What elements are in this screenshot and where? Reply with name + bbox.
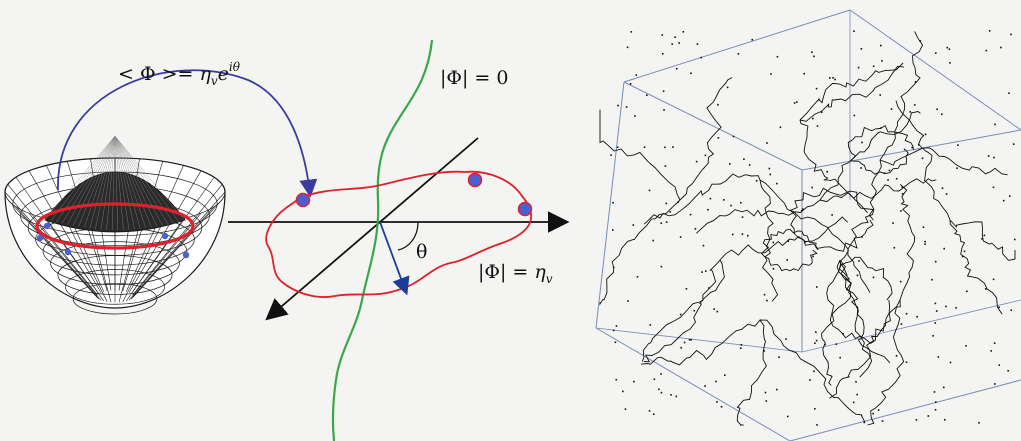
- vacuum-point: [295, 192, 311, 208]
- vacuum-loop: [265, 170, 533, 298]
- vev-label: < Φ >= ηveiθ: [118, 60, 241, 88]
- vacuum-point: [467, 172, 483, 188]
- mexican-hat-potential: [4, 135, 226, 315]
- oblique-axis: [265, 137, 479, 321]
- zero-modulus-label: |Φ| = 0: [440, 67, 508, 89]
- string-core-line: [331, 39, 434, 441]
- vev-arrow: [57, 69, 318, 198]
- vacuum-modulus-label: |Φ| = ηv: [478, 261, 553, 286]
- phase-arrow: [379, 221, 410, 296]
- angle-label: θ: [416, 241, 427, 263]
- angle-arc: [397, 221, 419, 251]
- vacuum-point: [517, 201, 533, 217]
- string-network: [599, 30, 1016, 426]
- string-network-cube: [595, 9, 1021, 441]
